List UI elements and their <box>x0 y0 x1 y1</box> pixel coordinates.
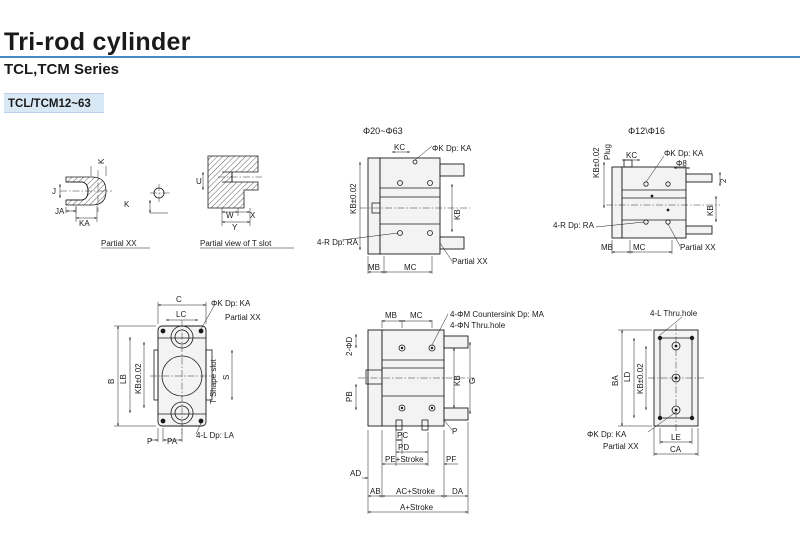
side-12-16-title: Φ12\Φ16 <box>628 126 665 136</box>
rear-kb-tol-label: KB±0.02 <box>636 363 645 394</box>
side-kb-label: KB <box>453 209 462 220</box>
top-ad-label: AD <box>350 469 361 478</box>
rear-ca-label: CA <box>670 445 682 454</box>
top-pe-label: PE+Stroke <box>385 455 424 464</box>
front-p-label: P <box>147 437 152 446</box>
top-thru-label: 4-ΦN Thru.hole <box>450 321 506 330</box>
front-lb-label: LB <box>119 374 128 384</box>
rear-ld-label: LD <box>623 372 632 382</box>
partial-xx-title: Partial XX <box>101 239 137 248</box>
tslot-w-label: W <box>226 211 234 220</box>
front-c-label: C <box>176 295 182 304</box>
side-20-63-title: Φ20~Φ63 <box>363 126 403 136</box>
top-p-label: P <box>452 427 457 436</box>
side-small-phi8-label: Φ8 <box>676 159 687 168</box>
front-corner-holes <box>160 328 204 424</box>
t-slot-title: Partial view of T slot <box>200 239 272 248</box>
front-partial-label: Partial XX <box>225 313 261 322</box>
front-view: C LC ΦK Dp: KA Partial XX B LB KB±0.02 T… <box>107 295 261 446</box>
top-pd-label: PD <box>398 443 409 452</box>
side-partial-label: Partial XX <box>452 257 488 266</box>
top-da-label: DA <box>452 487 464 496</box>
xx-j-label: J <box>52 187 56 196</box>
front-lc-label: LC <box>176 310 186 319</box>
partial-xx-detail: K J JA KA K Partial XX <box>52 158 170 249</box>
mounting-hole-marks-small <box>643 181 671 225</box>
tslot-y-label: Y <box>232 223 238 232</box>
side-ra-label: 4-R Dp: RA <box>317 238 359 247</box>
top-countersink-label: 4-ΦM Countersink Dp: MA <box>450 310 545 319</box>
side-small-kb-label: KB <box>706 205 715 216</box>
series-subtitle: TCL,TCM Series <box>4 61 120 78</box>
top-a-label: A+Stroke <box>400 503 434 512</box>
rear-l-thru-label: 4-L Thru.hole <box>650 309 698 318</box>
front-tslot-label: T Shape slot <box>209 358 218 404</box>
rear-k-depth-label: ΦK Dp: KA <box>587 430 627 439</box>
side-small-kc-label: KC <box>626 151 637 160</box>
front-k-depth-label: ΦK Dp: KA <box>211 299 251 308</box>
top-pf-label: PF <box>446 455 456 464</box>
front-s-label: S <box>222 375 231 380</box>
tslot-x-label: X <box>250 211 256 220</box>
front-pa-label: PA <box>167 437 178 446</box>
top-pc-label: PC <box>397 431 408 440</box>
top-mc-label: MC <box>410 311 423 320</box>
side-small-two-label: 2 <box>719 178 728 183</box>
xx-ka-label: KA <box>79 219 90 228</box>
side-small-ra-label: 4-R Dp: RA <box>553 221 595 230</box>
top-ab-label: AB <box>370 487 381 496</box>
rear-le-label: LE <box>671 433 681 442</box>
top-pb-label: PB <box>345 391 354 402</box>
rear-view: 4-L Thru.hole BA LD KB±0.02 ΦK Dp: KA Pa… <box>587 309 704 456</box>
top-view-holes <box>398 344 436 412</box>
top-ac-label: AC+Stroke <box>396 487 435 496</box>
xx-k-tolerance-label: K <box>97 158 106 164</box>
rear-partial-label: Partial XX <box>603 442 639 451</box>
side-small-mb-label: MB <box>601 243 613 252</box>
model-range-badge: TCL/TCM12~63 <box>4 93 104 113</box>
front-l-depth-label: 4-L Dp: LA <box>196 431 235 440</box>
title-divider <box>0 56 800 58</box>
front-b-label: B <box>107 379 116 384</box>
side-k-depth-label: ΦK Dp: KA <box>432 144 472 153</box>
side-view-20-63: Φ20~Φ63 KC ΦK Dp: KA KB±0.02 KB 4-R Dp: … <box>317 126 488 274</box>
t-slot-detail: U W X Y Partial view of T slot <box>196 155 294 249</box>
side-mc-label: MC <box>404 263 417 272</box>
xx-ja-label: JA <box>55 207 65 216</box>
rear-ba-label: BA <box>611 375 620 386</box>
xx-k-dim-label: K <box>124 200 130 209</box>
side-small-partial-label: Partial XX <box>680 243 716 252</box>
page-title: Tri-rod cylinder <box>4 28 191 56</box>
side-small-kb-tol-label: KB±0.02 <box>592 147 601 178</box>
top-phi-d-label: 2-ΦD <box>345 337 354 356</box>
top-g-label: G <box>468 378 477 384</box>
side-small-k-depth-label: ΦK Dp: KA <box>664 149 704 158</box>
top-view: MB MC 4-ΦM Countersink Dp: MA 4-ΦN Thru.… <box>345 310 545 514</box>
front-kb-tol-label: KB±0.02 <box>134 363 143 394</box>
side-mb-label: MB <box>368 263 380 272</box>
side-kb-tol-label: KB±0.02 <box>349 183 358 214</box>
side-kc-label: KC <box>394 143 405 152</box>
top-mb-label: MB <box>385 311 397 320</box>
side-small-mc-label: MC <box>633 243 646 252</box>
top-kb-label: KB <box>453 375 462 386</box>
side-small-plug-label: Plug <box>603 144 612 160</box>
tslot-u-label: U <box>196 177 202 186</box>
side-view-12-16: Φ12\Φ16 Plug KC ΦK Dp: KA Φ8 KB±0.02 KB … <box>553 126 728 254</box>
